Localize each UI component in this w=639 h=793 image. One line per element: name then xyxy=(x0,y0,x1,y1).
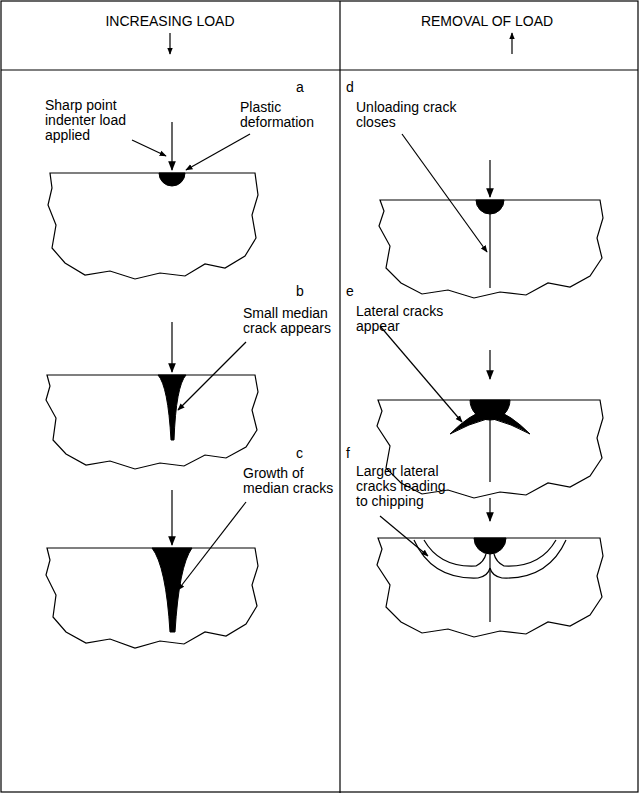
leader-line xyxy=(186,134,250,170)
plastic-zone xyxy=(474,538,506,554)
indenter-arrow xyxy=(171,322,172,372)
leader-line xyxy=(132,140,166,156)
chip-outline xyxy=(494,540,556,566)
lateral-crack xyxy=(490,540,566,578)
median-crack xyxy=(158,375,186,440)
chip-outline xyxy=(424,540,486,566)
column-header: REMOVAL OF LOAD xyxy=(338,14,636,29)
median-crack xyxy=(152,548,192,632)
plastic-zone xyxy=(159,173,185,186)
panel-letter: f xyxy=(346,446,366,461)
column-header: INCREASING LOAD xyxy=(0,14,340,29)
callout-text: Growth of median cracks xyxy=(243,466,335,496)
median-crack xyxy=(489,214,490,288)
leader-line xyxy=(380,326,462,422)
indenter-arrow xyxy=(489,498,490,521)
specimen xyxy=(379,200,603,298)
median-crack xyxy=(489,554,490,622)
callout-text: Plastic deformation xyxy=(240,100,332,130)
indenter-arrow xyxy=(171,490,172,545)
load-arrow xyxy=(511,33,512,54)
specimen xyxy=(48,173,258,279)
lateral-crack xyxy=(490,410,530,434)
header-rule xyxy=(1,69,638,70)
plastic-zone xyxy=(476,200,504,214)
indenter-arrow xyxy=(489,160,490,197)
column-divider xyxy=(339,1,340,793)
panel-letter: b xyxy=(296,284,316,299)
specimen xyxy=(46,375,258,469)
callout-text: Lateral cracks appear xyxy=(356,304,466,334)
indenter-arrow xyxy=(489,350,490,379)
callout-text: Small median crack appears xyxy=(243,306,335,336)
panel-letter: c xyxy=(296,446,316,461)
load-arrow xyxy=(169,33,170,54)
indenter-arrow xyxy=(171,122,172,170)
leader-line xyxy=(380,516,428,556)
lateral-crack xyxy=(414,540,490,578)
lateral-crack xyxy=(450,410,490,434)
panel-letter: d xyxy=(346,80,366,95)
panel-letter: e xyxy=(346,284,366,299)
callout-text: Sharp point indenter load applied xyxy=(45,98,131,143)
leader-line xyxy=(402,134,487,252)
median-crack xyxy=(489,420,490,482)
specimen xyxy=(377,538,603,637)
callout-text: Larger lateral cracks leading to chippin… xyxy=(356,464,460,509)
specimen xyxy=(46,548,258,648)
callout-text: Unloading crack closes xyxy=(356,100,471,130)
leader-line xyxy=(178,342,246,410)
panel-letter: a xyxy=(296,80,316,95)
leader-line xyxy=(178,502,246,590)
